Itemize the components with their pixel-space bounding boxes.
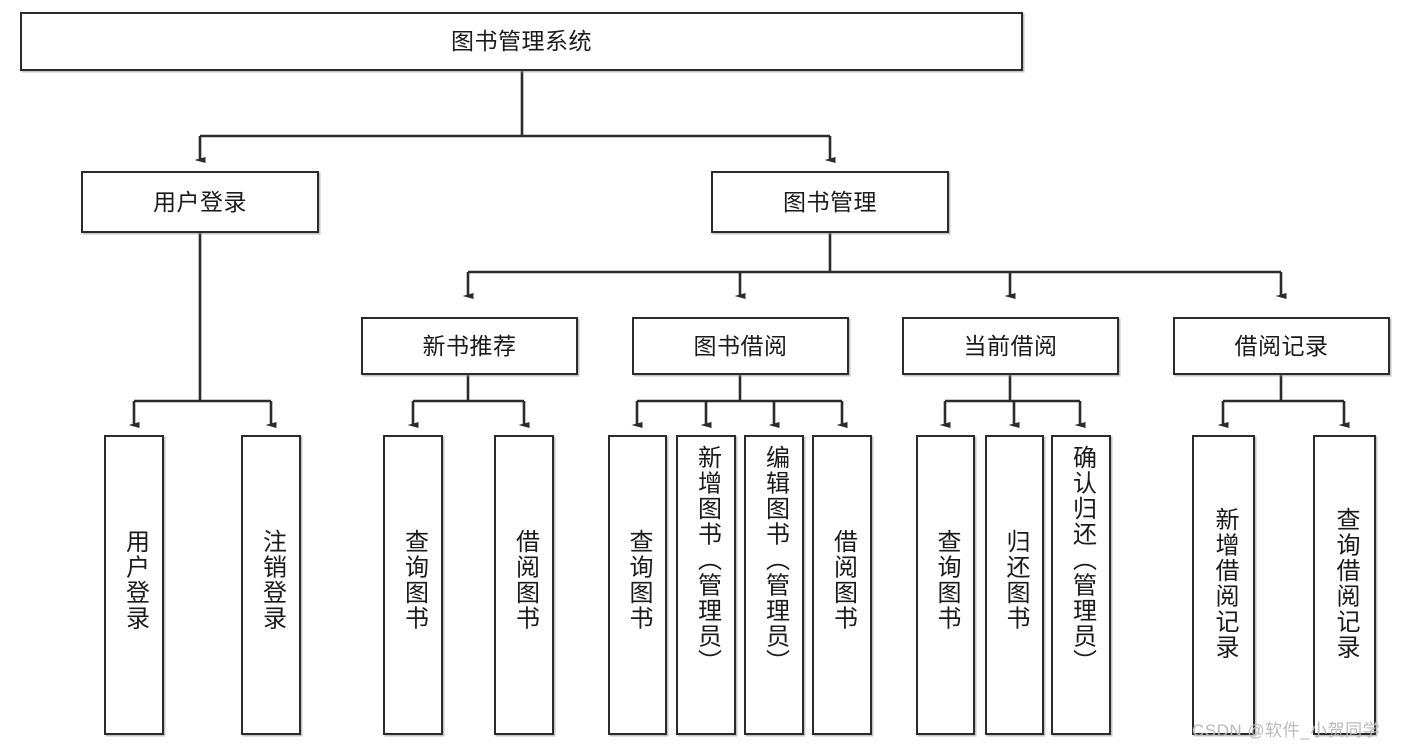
node-label: 查询借阅记录 — [1331, 507, 1359, 660]
leaf-borrow-borrow-book[interactable]: 借阅图书 — [812, 435, 872, 735]
leaf-current-return-book[interactable]: 归还图书 — [985, 435, 1044, 735]
node-label: 图书管理 — [783, 188, 877, 215]
node-label: 编辑图书（管理员） — [761, 445, 789, 675]
node-book-management[interactable]: 图书管理 — [711, 171, 949, 233]
node-label: 借阅图书 — [829, 529, 857, 631]
node-current-borrow[interactable]: 当前借阅 — [902, 317, 1119, 375]
node-label: 图书借阅 — [693, 332, 788, 359]
node-root-system[interactable]: 图书管理系统 — [20, 12, 1023, 71]
leaf-user-login-login[interactable]: 用户登录 — [104, 435, 164, 735]
node-label: 查询图书 — [932, 529, 960, 631]
node-label: 用户登录 — [121, 529, 149, 631]
node-borrow-record[interactable]: 借阅记录 — [1173, 317, 1390, 375]
node-label: 注销登录 — [258, 529, 286, 631]
csdn-watermark: CSDN @软件_小贺同学 — [1192, 721, 1381, 740]
node-new-book-recommend[interactable]: 新书推荐 — [361, 317, 578, 375]
node-label: 归还图书 — [1001, 529, 1029, 631]
node-label: 新增图书（管理员） — [693, 445, 721, 675]
leaf-borrow-add-book-admin[interactable]: 新增图书（管理员） — [676, 435, 736, 735]
node-label: 图书管理系统 — [451, 28, 592, 55]
leaf-recommend-borrow-book[interactable]: 借阅图书 — [494, 435, 554, 735]
node-label: 当前借阅 — [963, 332, 1058, 359]
leaf-borrow-query-book[interactable]: 查询图书 — [608, 435, 667, 735]
node-label: 新增借阅记录 — [1210, 507, 1238, 660]
node-label: 确认归还（管理员） — [1068, 445, 1096, 675]
leaf-record-add-record[interactable]: 新增借阅记录 — [1192, 435, 1255, 735]
node-label: 借阅记录 — [1234, 332, 1329, 359]
node-label: 查询图书 — [624, 529, 652, 631]
leaf-current-confirm-return-admin[interactable]: 确认归还（管理员） — [1051, 435, 1111, 735]
leaf-user-login-logout[interactable]: 注销登录 — [241, 435, 301, 735]
node-book-borrow[interactable]: 图书借阅 — [632, 317, 849, 375]
node-label: 新书推荐 — [422, 332, 517, 359]
node-label: 查询图书 — [400, 529, 428, 631]
leaf-current-query-book[interactable]: 查询图书 — [916, 435, 975, 735]
leaf-record-query-record[interactable]: 查询借阅记录 — [1313, 435, 1376, 735]
leaf-recommend-query-book[interactable]: 查询图书 — [383, 435, 443, 735]
leaf-borrow-edit-book-admin[interactable]: 编辑图书（管理员） — [744, 435, 804, 735]
node-label: 用户登录 — [153, 188, 247, 215]
node-label: 借阅图书 — [511, 529, 539, 631]
node-user-login[interactable]: 用户登录 — [81, 171, 319, 233]
